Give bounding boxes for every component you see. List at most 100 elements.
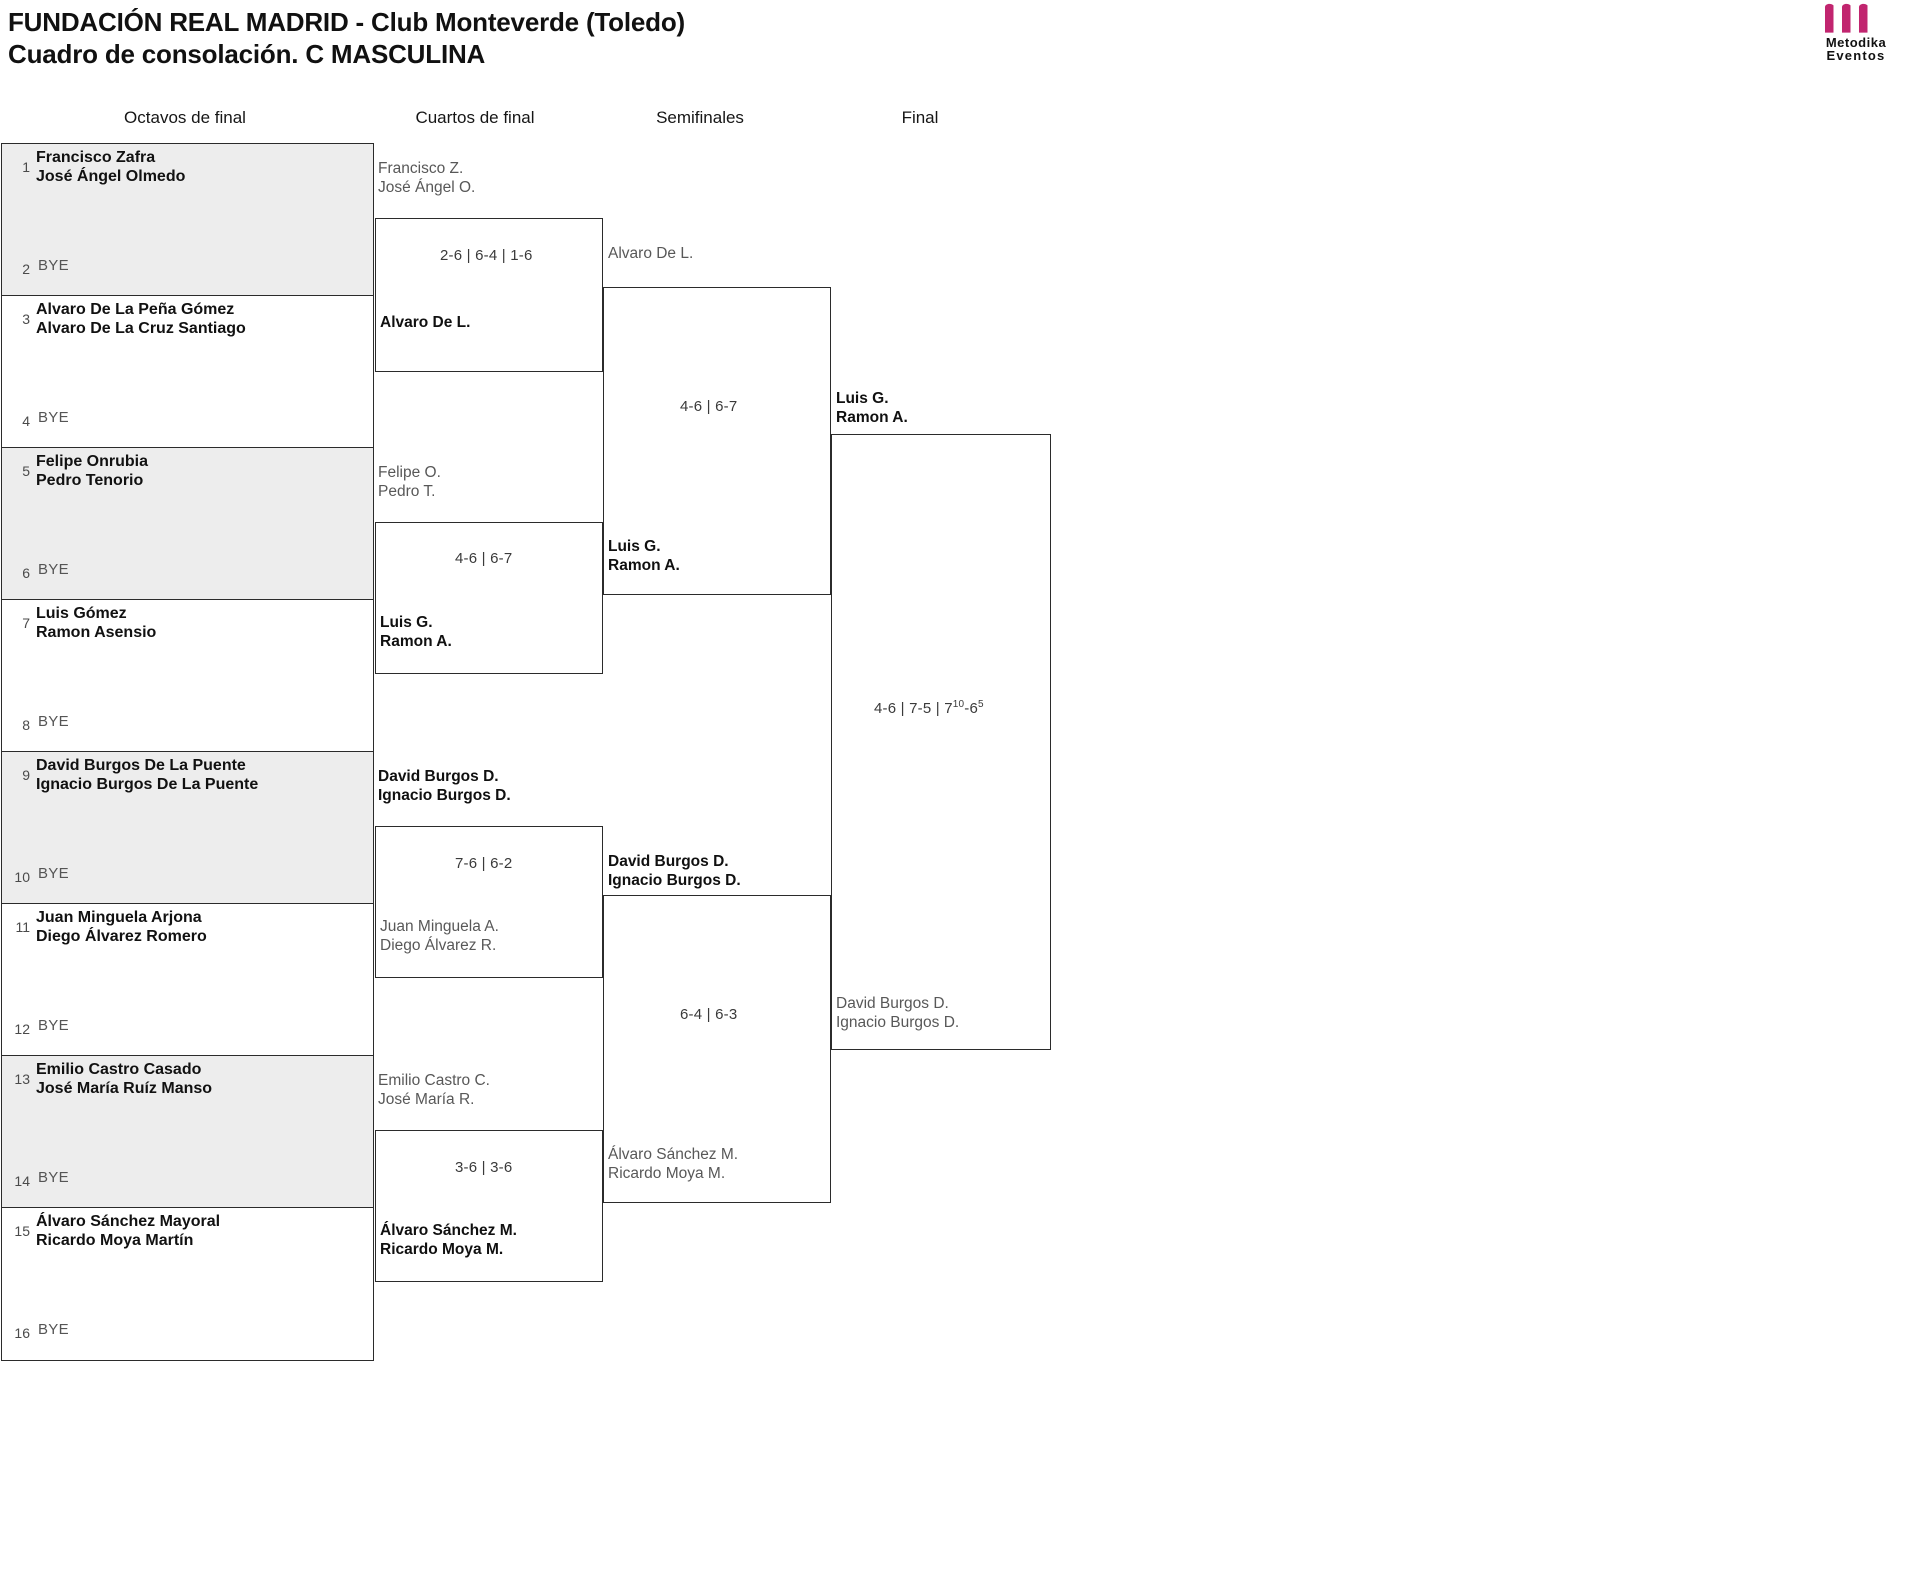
entrant-line-1: Francisco Z. [378, 160, 464, 177]
player-2: Ignacio Burgos De La Puente [36, 776, 259, 793]
seed-number: 11 [15, 919, 30, 935]
r1-match-8[interactable]: 15 Álvaro Sánchez Mayoral Ricardo Moya M… [2, 1208, 373, 1360]
sf2-top-entrant[interactable]: David Burgos D. Ignacio Burgos D. [608, 853, 741, 890]
round-header-semifinales: Semifinales [656, 108, 744, 127]
metodika-logo: Metodika Eventos [1800, 2, 1912, 70]
sf2-bottom-entrant[interactable]: Álvaro Sánchez M. Ricardo Moya M. [608, 1146, 738, 1183]
entrant-line-2: Pedro T. [378, 482, 436, 500]
entrant-line-1: Luis G. [836, 390, 889, 407]
entrant-line-1: David Burgos D. [608, 853, 729, 870]
title-line-2: Cuadro de consolación. C MASCULINA [8, 39, 486, 69]
entrant-line-1: Álvaro Sánchez M. [608, 1146, 739, 1163]
qf4-bottom-entrant[interactable]: Álvaro Sánchez M. Ricardo Moya M. [380, 1222, 517, 1259]
seed-number: 3 [22, 311, 30, 327]
metodika-m-icon [1825, 3, 1868, 33]
entrant-line-2: José Ángel O. [378, 178, 476, 196]
player-2: Pedro Tenorio [36, 472, 144, 489]
qf2-bottom-entrant[interactable]: Luis G. Ramon A. [380, 614, 452, 651]
player-names: Francisco Zafra José Ángel Olmedo [36, 148, 185, 186]
r1-match-4[interactable]: 7 Luis Gómez Ramon Asensio 8 BYE [2, 600, 373, 752]
entrant-line-1: Felipe O. [378, 464, 441, 481]
r1-match-3[interactable]: 5 Felipe Onrubia Pedro Tenorio 6 BYE [2, 448, 373, 600]
seed-number: 2 [22, 261, 30, 277]
seed-number: 14 [14, 1173, 30, 1189]
entrant-line-1: Juan Minguela A. [380, 918, 499, 935]
player-2: José Ángel Olmedo [36, 168, 186, 185]
seed-number: 15 [14, 1223, 30, 1239]
r1-match-1[interactable]: 1 Francisco Zafra José Ángel Olmedo 2 BY… [2, 144, 373, 296]
player-names: Álvaro Sánchez Mayoral Ricardo Moya Mart… [36, 1212, 220, 1250]
entrant-line-2: Ricardo Moya M. [608, 1164, 726, 1182]
player-2: José María Ruíz Manso [36, 1080, 213, 1097]
sf1-bottom-entrant[interactable]: Luis G. Ramon A. [608, 538, 680, 575]
entrant-line-2: José María R. [378, 1090, 475, 1108]
bye-label: BYE [38, 865, 69, 882]
qf3-top-entrant[interactable]: David Burgos D. Ignacio Burgos D. [378, 768, 511, 805]
final-top-entrant[interactable]: Luis G. Ramon A. [836, 390, 908, 427]
player-1: Francisco Zafra [36, 149, 156, 166]
player-1: David Burgos De La Puente [36, 757, 246, 774]
player-2: Alvaro De La Cruz Santiago [36, 320, 246, 337]
sf2-score: 6-4 | 6-3 [680, 1006, 738, 1023]
seed-number: 16 [14, 1325, 30, 1341]
qf4-box [375, 1130, 603, 1282]
player-1: Felipe Onrubia [36, 453, 149, 470]
r1-match-5[interactable]: 9 David Burgos De La Puente Ignacio Burg… [2, 752, 373, 904]
sf1-top-entrant[interactable]: Alvaro De L. [608, 245, 693, 264]
bye-label: BYE [38, 257, 69, 274]
seed-number: 8 [22, 717, 30, 733]
round-header-final: Final [901, 108, 939, 127]
player-names: Alvaro De La Peña Gómez Alvaro De La Cru… [36, 300, 246, 338]
sf2-box [603, 895, 831, 1203]
player-names: David Burgos De La Puente Ignacio Burgos… [36, 756, 258, 794]
seed-number: 12 [14, 1021, 30, 1037]
entrant-line-2: Ignacio Burgos D. [836, 1013, 960, 1031]
r1-match-6[interactable]: 11 Juan Minguela Arjona Diego Álvarez Ro… [2, 904, 373, 1056]
seed-number: 9 [22, 767, 30, 783]
sf1-box [603, 287, 831, 595]
player-names: Emilio Castro Casado José María Ruíz Man… [36, 1060, 212, 1098]
entrant-line-2: Ignacio Burgos D. [608, 871, 741, 889]
seed-number: 5 [22, 463, 30, 479]
r1-match-2[interactable]: 3 Alvaro De La Peña Gómez Alvaro De La C… [2, 296, 373, 448]
qf2-score: 4-6 | 6-7 [455, 550, 513, 567]
player-2: Diego Álvarez Romero [36, 928, 207, 945]
bye-label: BYE [38, 561, 69, 578]
seed-number: 6 [22, 565, 30, 581]
bye-label: BYE [38, 1017, 69, 1034]
player-2: Ramon Asensio [36, 624, 157, 641]
qf4-top-entrant[interactable]: Emilio Castro C. José María R. [378, 1072, 490, 1109]
final-box [831, 434, 1051, 1050]
player-names: Luis Gómez Ramon Asensio [36, 604, 156, 642]
qf1-box [375, 218, 603, 372]
entrant-line-1: Alvaro De L. [380, 314, 471, 331]
title-line-1: FUNDACIÓN REAL MADRID - Club Monteverde … [8, 7, 685, 37]
entrant-line-1: Álvaro Sánchez M. [380, 1222, 517, 1239]
round-header-cuartos: Cuartos de final [415, 108, 535, 127]
bye-label: BYE [38, 409, 69, 426]
qf1-bottom-entrant[interactable]: Alvaro De L. [380, 314, 470, 333]
player-names: Felipe Onrubia Pedro Tenorio [36, 452, 148, 490]
bye-label: BYE [38, 1321, 69, 1338]
final-score-tiebreak-2: 5 [978, 699, 984, 710]
qf3-score: 7-6 | 6-2 [455, 855, 513, 872]
entrant-line-1: Emilio Castro C. [378, 1072, 490, 1089]
qf3-bottom-entrant[interactable]: Juan Minguela A. Diego Álvarez R. [380, 918, 499, 955]
qf3-box [375, 826, 603, 978]
entrant-line-2: Ignacio Burgos D. [378, 786, 511, 804]
seed-number: 4 [22, 413, 30, 429]
entrant-line-1: Alvaro De L. [608, 245, 694, 262]
final-bottom-entrant[interactable]: David Burgos D. Ignacio Burgos D. [836, 995, 959, 1032]
qf2-top-entrant[interactable]: Felipe O. Pedro T. [378, 464, 441, 501]
qf1-top-entrant[interactable]: Francisco Z. José Ángel O. [378, 160, 475, 197]
r1-match-7[interactable]: 13 Emilio Castro Casado José María Ruíz … [2, 1056, 373, 1208]
sf1-score: 4-6 | 6-7 [680, 398, 738, 415]
player-1: Alvaro De La Peña Gómez [36, 301, 235, 318]
player-2: Ricardo Moya Martín [36, 1232, 194, 1249]
entrant-line-2: Ramon A. [608, 556, 680, 574]
logo-name-line-2: Eventos [1826, 48, 1886, 63]
round-header-octavos: Octavos de final [124, 108, 246, 127]
entrant-line-2: Diego Álvarez R. [380, 936, 497, 954]
player-1: Emilio Castro Casado [36, 1061, 202, 1078]
